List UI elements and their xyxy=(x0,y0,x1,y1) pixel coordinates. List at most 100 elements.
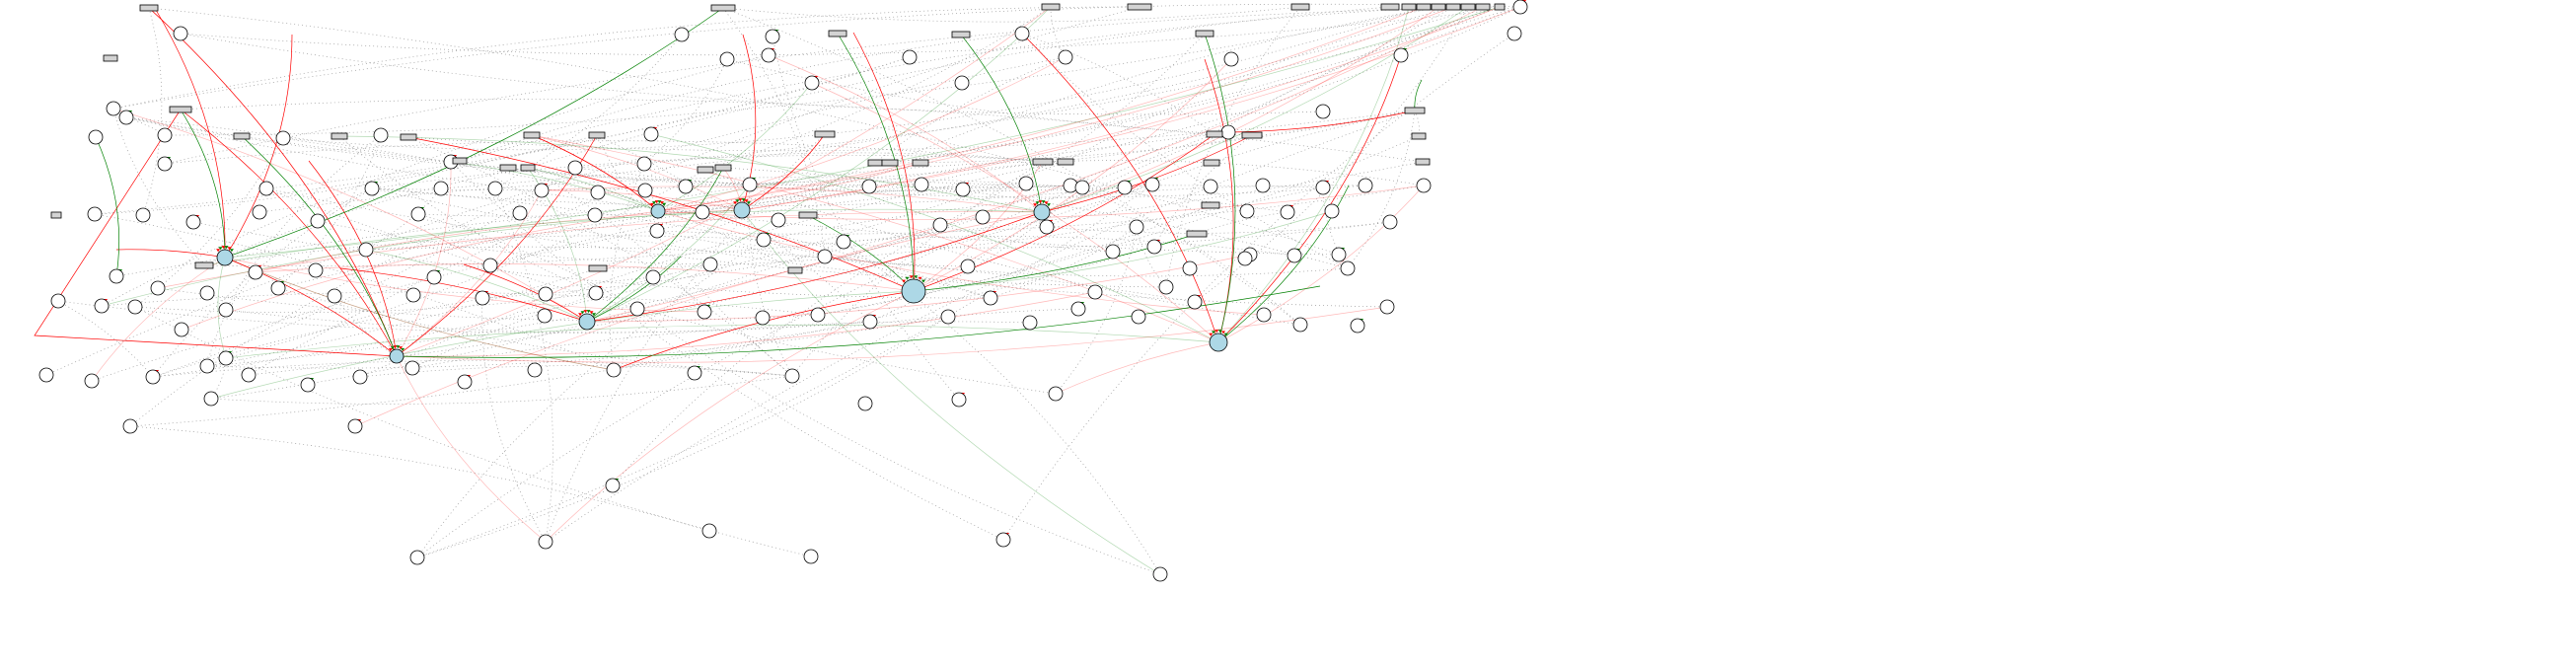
dotted-edge xyxy=(265,187,1057,395)
graph-node xyxy=(784,368,800,384)
graph-box-node xyxy=(867,159,883,167)
graph-box-node xyxy=(1057,158,1074,166)
graph-box-node xyxy=(452,157,468,165)
graph-node xyxy=(1070,301,1086,317)
inhibition-edge xyxy=(586,211,1043,323)
graph-node xyxy=(1203,179,1218,194)
graph-node xyxy=(241,367,257,383)
faint-edge xyxy=(541,186,1043,213)
faint-edge xyxy=(1041,6,1469,213)
faint-edge xyxy=(225,324,1219,359)
graph-node xyxy=(588,285,604,301)
graph-node xyxy=(327,288,342,304)
graph-box-node xyxy=(1032,158,1054,166)
faint-edge xyxy=(811,82,1219,343)
graph-node xyxy=(1146,239,1162,255)
graph-node xyxy=(218,302,234,318)
dotted-edge xyxy=(416,184,1153,558)
graph-node xyxy=(106,101,121,116)
graph-node xyxy=(567,160,583,176)
dotted-edge xyxy=(416,239,765,558)
dotted-edge xyxy=(1042,160,1425,186)
hub-node xyxy=(733,201,751,219)
graph-box-node xyxy=(1290,3,1310,11)
graph-box-node xyxy=(1203,159,1220,167)
activation-arrowhead xyxy=(396,345,401,349)
graph-node xyxy=(590,185,606,200)
dotted-edge xyxy=(180,33,1324,115)
dotted-edge xyxy=(656,230,969,267)
inhibition-arrowhead xyxy=(738,198,743,202)
activation-edge xyxy=(960,34,1043,213)
faint-edge xyxy=(255,263,915,292)
dotted-edge xyxy=(596,134,871,323)
graph-node xyxy=(258,181,274,196)
dotted-edge xyxy=(939,33,1206,226)
graph-box-node xyxy=(951,31,971,38)
faint-edge xyxy=(157,211,1043,289)
graph-box-node xyxy=(400,133,417,141)
graph-node xyxy=(645,269,661,285)
graph-node xyxy=(756,232,772,248)
activation-arrowhead xyxy=(1035,201,1040,205)
graph-node xyxy=(1382,214,1398,230)
graph-box-node xyxy=(697,166,714,174)
dotted-edge xyxy=(722,7,1301,326)
graph-node xyxy=(960,259,976,274)
graph-box-node xyxy=(1127,3,1152,11)
activation-edge xyxy=(586,167,724,323)
graph-node xyxy=(803,549,819,564)
graph-box-node xyxy=(710,4,736,12)
graph-box-node xyxy=(1201,201,1220,209)
graph-node xyxy=(527,362,543,378)
graph-node xyxy=(109,268,124,284)
inhibition-edge xyxy=(224,34,293,259)
graph-node xyxy=(765,29,780,44)
dotted-edge xyxy=(282,133,826,151)
dotted-edge xyxy=(91,133,1215,382)
graph-node xyxy=(248,264,263,280)
inhibition-arrowhead xyxy=(654,200,659,204)
activation-arrowhead xyxy=(1217,330,1222,334)
dotted-edge xyxy=(1042,6,1521,163)
graph-node xyxy=(742,177,758,192)
graph-box-node xyxy=(1415,158,1431,166)
faint-edge xyxy=(650,133,1219,343)
faint-edge xyxy=(365,249,588,323)
graph-node xyxy=(405,287,421,303)
faint-edge xyxy=(657,82,813,212)
activation-arrowhead xyxy=(905,276,910,280)
inhibition-edge xyxy=(741,133,826,211)
graph-node xyxy=(1350,318,1365,334)
dotted-edge xyxy=(206,162,876,367)
inhibition-edge xyxy=(852,32,916,292)
faint-edge xyxy=(741,209,1161,575)
graph-node xyxy=(810,307,826,323)
dotted-edge xyxy=(990,226,1138,299)
dotted-edge xyxy=(1196,211,1288,235)
faint-edge xyxy=(255,209,743,273)
graph-node xyxy=(1018,176,1034,191)
graph-node xyxy=(1131,309,1146,325)
faint-edge xyxy=(531,134,1219,343)
faint-edge xyxy=(354,211,1043,427)
graph-node xyxy=(538,286,553,302)
activation-arrowhead xyxy=(662,202,667,206)
dotted-edge xyxy=(152,187,373,378)
activation-arrowhead xyxy=(735,199,740,203)
activation-edge xyxy=(1217,185,1350,343)
dotted-edge xyxy=(494,34,683,189)
graph-node xyxy=(761,47,776,63)
activation-edge xyxy=(241,135,398,357)
graph-node xyxy=(1315,104,1331,119)
graph-node xyxy=(955,182,971,197)
inhibition-arrowhead xyxy=(918,276,922,280)
dotted-edge xyxy=(416,316,949,558)
dotted-edge xyxy=(411,263,711,369)
dotted-edge xyxy=(824,6,1425,135)
activation-arrowhead xyxy=(580,311,585,315)
graph-node xyxy=(1022,315,1038,331)
graph-box-node xyxy=(169,106,192,113)
graph-node xyxy=(94,298,110,314)
activation-edge xyxy=(913,233,1198,292)
